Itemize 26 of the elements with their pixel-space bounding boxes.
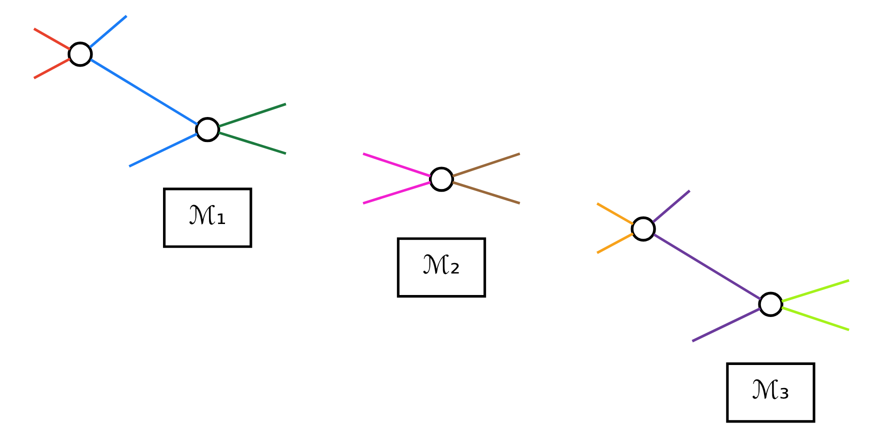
connector	[691, 307, 760, 342]
connector	[32, 28, 70, 50]
node-circle	[67, 42, 92, 67]
connector	[90, 58, 198, 126]
connector	[780, 306, 849, 332]
node-circle	[194, 117, 220, 142]
connector	[652, 233, 761, 300]
node-circle	[630, 216, 656, 242]
connector	[362, 152, 430, 178]
connector	[128, 132, 198, 168]
connector	[452, 152, 520, 178]
connector	[652, 190, 690, 223]
connector	[32, 58, 70, 80]
connector	[218, 131, 286, 155]
connector	[596, 202, 634, 226]
node-box: ℳ₁	[162, 188, 252, 248]
connector	[780, 279, 849, 303]
node-box: ℳ₃	[726, 362, 815, 423]
node-circle	[758, 292, 783, 317]
connector	[596, 232, 634, 254]
node-box: ℳ₂	[396, 237, 486, 298]
node-circle	[428, 166, 454, 192]
connector	[452, 181, 520, 204]
connector	[88, 14, 127, 48]
connector	[362, 181, 430, 205]
connector	[218, 102, 286, 128]
